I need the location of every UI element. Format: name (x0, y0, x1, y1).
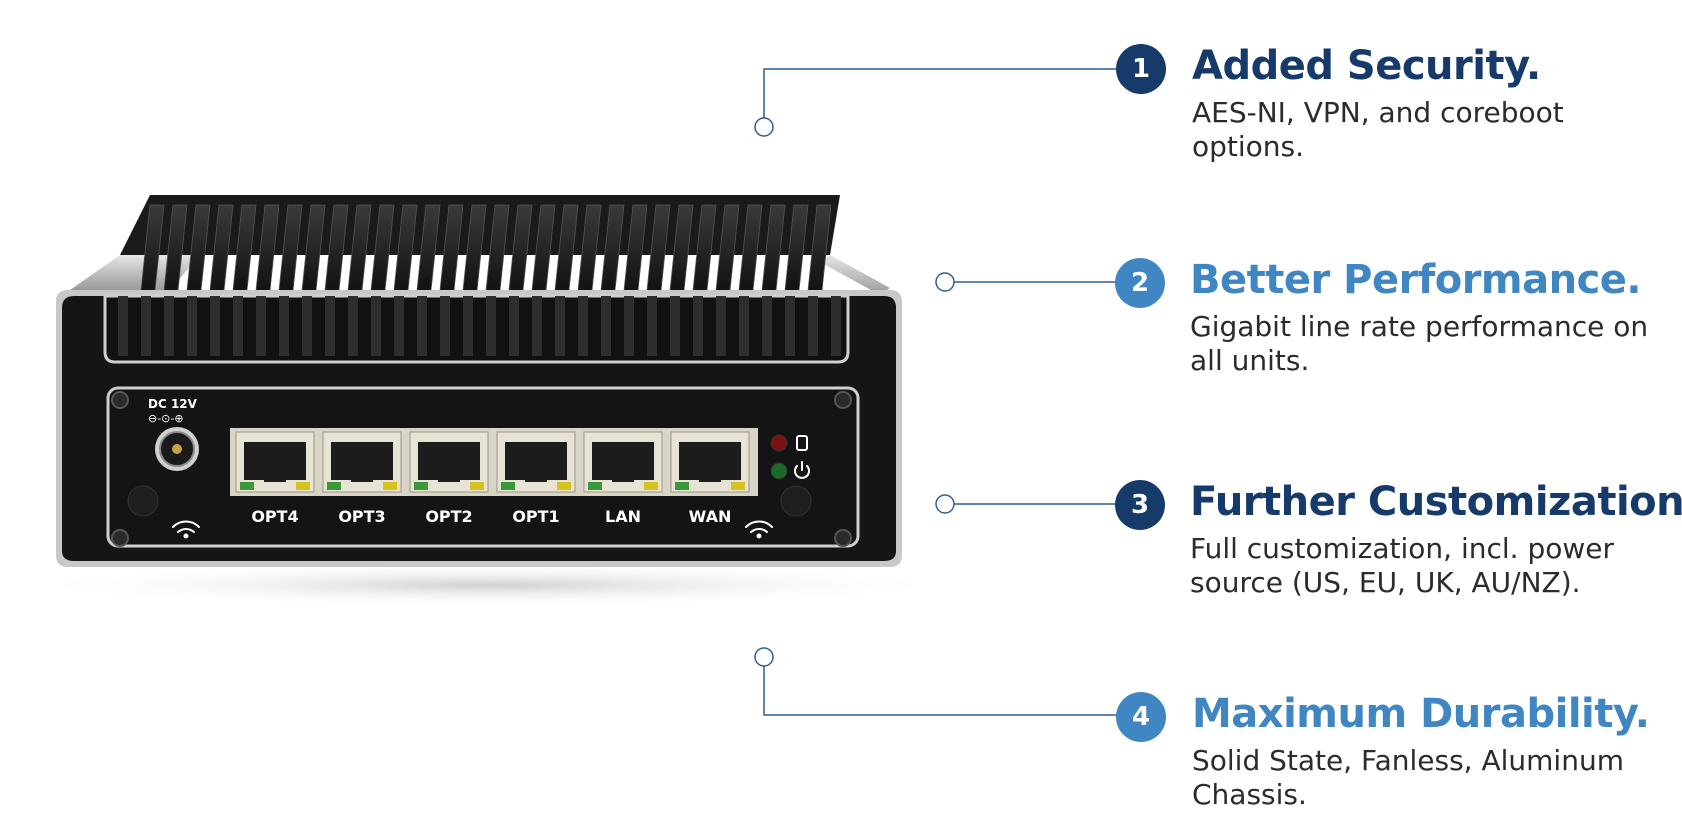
feature-title: Further Customization. (1190, 479, 1682, 525)
port-label: OPT2 (425, 507, 472, 526)
port-led-green (501, 482, 515, 490)
port-label: OPT1 (512, 507, 559, 526)
power-label: DC 12V (148, 397, 198, 411)
heatsink-window (103, 294, 850, 364)
feature-description: Solid State, Fanless, Aluminum Chassis. (1192, 744, 1624, 811)
port-led-green (675, 482, 689, 490)
port-led-green (327, 482, 341, 490)
port-led-yellow (731, 482, 745, 490)
port-label: OPT4 (251, 507, 298, 526)
feature-description: AES-NI, VPN, and coreboot options. (1192, 96, 1564, 163)
led-green (770, 462, 788, 480)
feature-title: Maximum Durability. (1192, 691, 1650, 737)
port-block (230, 428, 758, 496)
port-led-yellow (296, 482, 310, 490)
antenna-port-right (780, 485, 812, 517)
port-label: OPT3 (338, 507, 385, 526)
port-led-yellow (644, 482, 658, 490)
ethernet-port-opt4: OPT4 (235, 431, 315, 526)
ethernet-port-opt3: OPT3 (322, 431, 402, 526)
feature-description: Gigabit line rate performance on all uni… (1190, 310, 1649, 377)
ethernet-port-opt1: OPT1 (496, 431, 576, 526)
connector-lines (763, 68, 1120, 716)
port-led-yellow (557, 482, 571, 490)
power-jack: DC 12V ⊖-⊙-⊕ (148, 397, 199, 471)
port-label: LAN (605, 507, 641, 526)
port-led-green (240, 482, 254, 490)
wifi-icon (745, 520, 773, 539)
feature-number-badge: 4 (1116, 692, 1166, 742)
feature-number-badge: 3 (1115, 480, 1165, 530)
power-polarity: ⊖-⊙-⊕ (148, 412, 184, 425)
feature-title: Added Security. (1192, 43, 1541, 89)
ethernet-port-lan: LAN (583, 431, 663, 526)
port-led-green (414, 482, 428, 490)
heatsink (70, 195, 890, 301)
port-led-yellow (383, 482, 397, 490)
storage-icon (796, 435, 808, 451)
antenna-port-left (127, 485, 159, 517)
feature-title: Better Performance. (1190, 257, 1642, 303)
port-label: WAN (689, 507, 732, 526)
power-icon (794, 461, 810, 479)
feature-number-badge: 1 (1116, 44, 1166, 94)
ethernet-port-opt2: OPT2 (409, 431, 489, 526)
connector-endpoints (754, 117, 955, 667)
screw-icons (111, 391, 852, 547)
feature-description: Full customization, incl. power source (… (1190, 532, 1615, 599)
port-led-green (588, 482, 602, 490)
wifi-icon (172, 520, 200, 539)
device-shadow (20, 563, 960, 607)
led-red (770, 434, 788, 452)
ethernet-port-wan: WAN (670, 431, 750, 526)
feature-number-badge: 2 (1115, 258, 1165, 308)
port-led-yellow (470, 482, 484, 490)
